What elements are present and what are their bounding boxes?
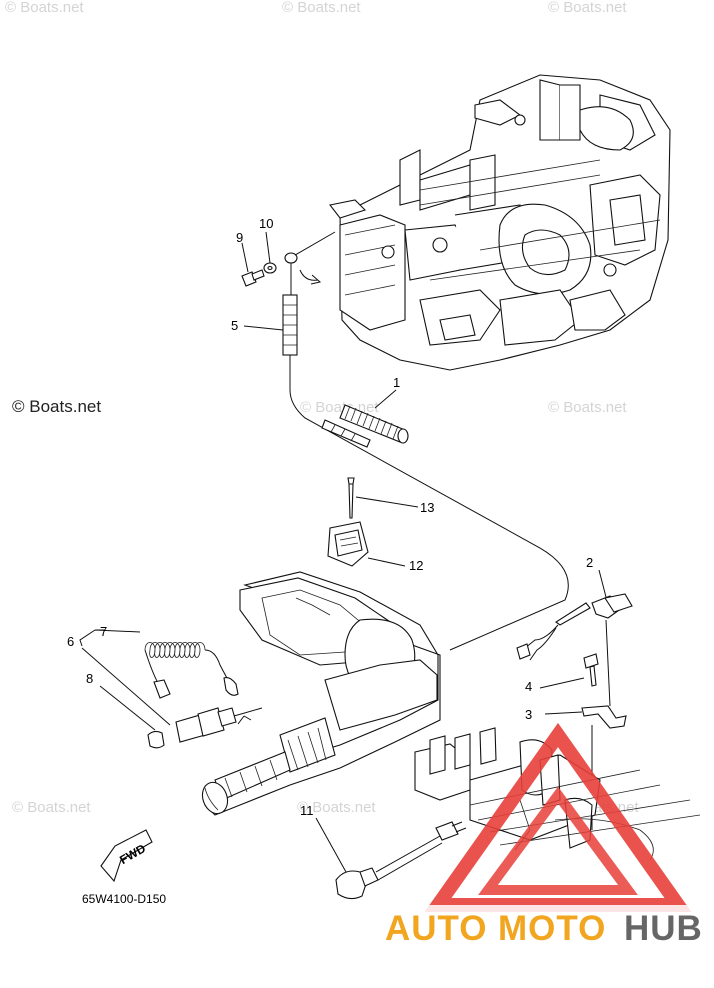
callout-10: 10 <box>259 216 273 231</box>
callout-4: 4 <box>525 679 532 694</box>
leader-6-7 <box>79 629 141 647</box>
watermark-main: © Boats.net <box>12 397 101 416</box>
callout-2: 2 <box>586 555 593 570</box>
callout-5: 5 <box>231 318 238 333</box>
watermark-faint-5: © Boats.net <box>548 399 627 416</box>
leader-1 <box>374 389 397 409</box>
part-2-neutral-switch <box>516 593 633 661</box>
callouts: 1 2 3 4 5 6 7 8 9 10 11 12 13 <box>67 216 593 818</box>
leader-3 <box>544 711 583 715</box>
callout-1: 1 <box>393 375 400 390</box>
leader-10-engine <box>289 231 336 259</box>
callout-7: 7 <box>100 624 107 639</box>
callout-11: 11 <box>300 803 314 818</box>
leader-6-body <box>81 647 171 726</box>
callout-6: 6 <box>67 634 74 649</box>
callout-8: 8 <box>86 671 93 686</box>
part-8-cap <box>147 730 165 749</box>
leader-4 <box>539 677 585 689</box>
engine-block <box>329 74 671 371</box>
callout-13: 13 <box>420 500 434 515</box>
logo-triangle-inner <box>478 786 638 895</box>
callout-9: 9 <box>236 230 243 245</box>
watermark-faint-1: © Boats.net <box>5 0 84 16</box>
callout-3: 3 <box>525 707 532 722</box>
watermark-faint-7: © Boats.net <box>297 799 376 816</box>
drawing-code: 65W4100-D150 <box>82 892 166 906</box>
part-4-bolt <box>583 653 599 687</box>
part-5-cable-end <box>282 252 298 356</box>
leader-13 <box>355 496 419 508</box>
part-10-washer <box>263 262 277 274</box>
part-13-screw <box>347 477 355 519</box>
part-11-start-switch <box>335 821 467 900</box>
watermark-faint-2: © Boats.net <box>282 0 361 16</box>
arrowhead-5 <box>310 274 322 285</box>
leader-2 <box>598 569 607 598</box>
part-1-corrugated-tube <box>321 404 409 448</box>
part-6-stop-switch <box>175 707 263 743</box>
logo-text-hub: HUB <box>624 909 703 948</box>
callout-12: 12 <box>409 558 423 573</box>
arrow-5-bracket <box>299 269 319 281</box>
watermark-faint-3: © Boats.net <box>548 0 627 16</box>
tiller-handle <box>201 571 441 816</box>
automotohub-logo: AUTO MOTO HUB <box>385 722 710 948</box>
leader-5 <box>243 325 284 331</box>
stop-cable <box>289 355 569 651</box>
watermark-faint-6: © Boats.net <box>12 799 91 816</box>
part-12-holder <box>327 521 369 567</box>
leader-9 <box>241 242 249 273</box>
leader-8 <box>99 685 156 731</box>
logo-text-auto: AUTO <box>385 909 488 948</box>
fwd-arrow: FWD <box>100 829 153 883</box>
part-9-bolt <box>241 269 265 287</box>
leader-11 <box>315 817 347 873</box>
part-7-coil-lanyard <box>144 642 239 699</box>
leader-12 <box>367 557 406 567</box>
leader-10 <box>265 231 271 264</box>
part-3-bracket <box>581 619 627 729</box>
logo-text-moto: MOTO <box>498 909 606 948</box>
